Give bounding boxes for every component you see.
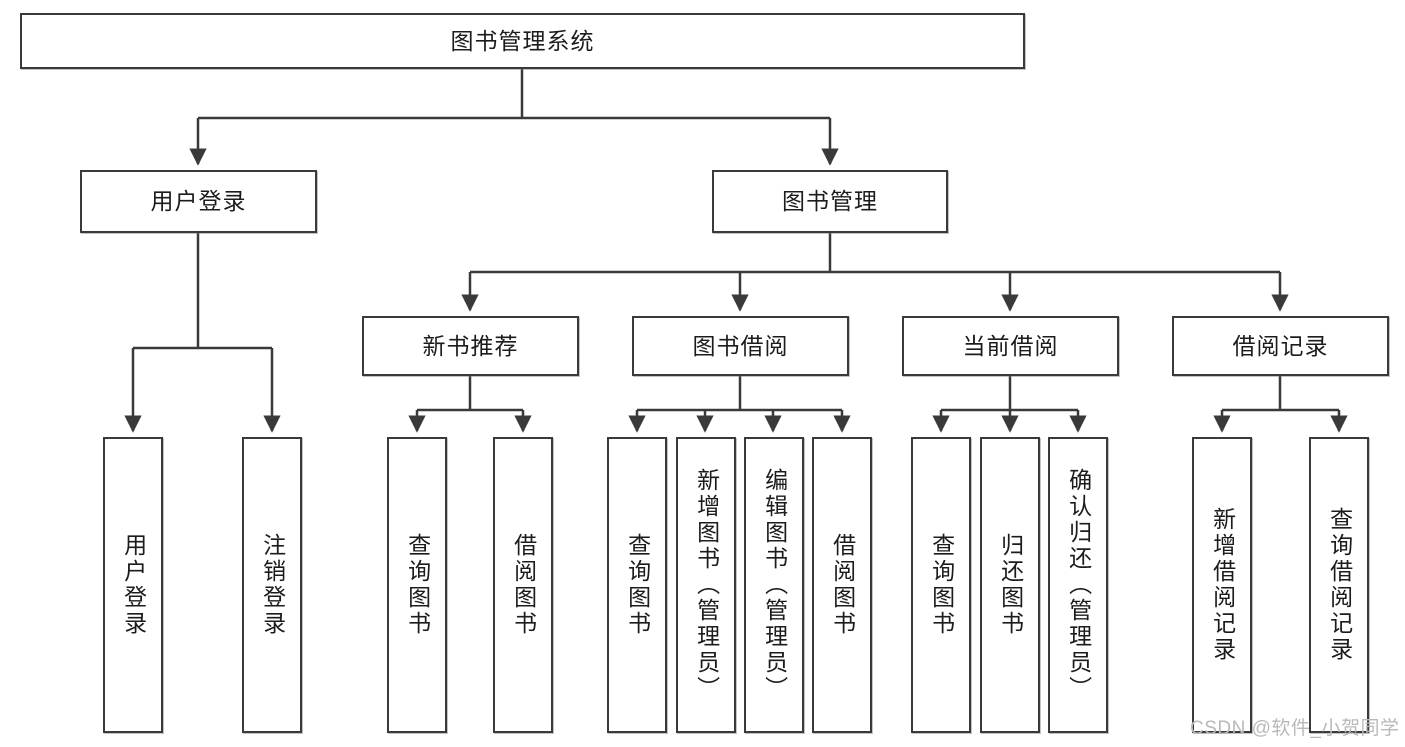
- node-book-management-label: 图书管理: [782, 188, 878, 215]
- node-current-borrow-label: 当前借阅: [962, 332, 1059, 359]
- leaf-label: 查询借阅记录: [1326, 507, 1353, 663]
- node-root[interactable]: 图书管理系统: [20, 13, 1025, 69]
- watermark-text: CSDN @软件_小贺同学: [1190, 718, 1400, 739]
- leaf-record-query[interactable]: 查询借阅记录: [1309, 437, 1369, 733]
- leaf-borrow-edit-book[interactable]: 编辑图书（管理员）: [744, 437, 804, 733]
- leaf-label: 编辑图书（管理员）: [761, 468, 788, 702]
- node-current-borrow[interactable]: 当前借阅: [902, 316, 1119, 376]
- node-root-label: 图书管理系统: [450, 27, 595, 54]
- leaf-label: 归还图书: [997, 533, 1024, 637]
- leaf-borrow-query[interactable]: 查询图书: [607, 437, 667, 733]
- node-book-borrow[interactable]: 图书借阅: [632, 316, 849, 376]
- node-user-login[interactable]: 用户登录: [80, 170, 317, 233]
- leaf-label: 确认归还（管理员）: [1065, 468, 1092, 702]
- node-user-login-label: 用户登录: [150, 188, 247, 215]
- leaf-new-book-query[interactable]: 查询图书: [387, 437, 447, 733]
- node-borrow-record-label: 借阅记录: [1232, 332, 1329, 359]
- leaf-user-login-logout[interactable]: 注销登录: [242, 437, 302, 733]
- node-book-management[interactable]: 图书管理: [712, 170, 948, 233]
- leaf-label: 查询图书: [928, 533, 955, 637]
- leaf-borrow-borrow-book[interactable]: 借阅图书: [812, 437, 872, 733]
- leaf-label: 用户登录: [120, 533, 147, 637]
- leaf-current-query[interactable]: 查询图书: [911, 437, 971, 733]
- node-borrow-record[interactable]: 借阅记录: [1172, 316, 1389, 376]
- leaf-new-book-borrow[interactable]: 借阅图书: [493, 437, 553, 733]
- leaf-label: 借阅图书: [510, 533, 537, 637]
- leaf-label: 查询图书: [624, 533, 651, 637]
- leaf-label: 注销登录: [259, 533, 286, 637]
- leaf-label: 借阅图书: [829, 533, 856, 637]
- node-new-book-recommend-label: 新书推荐: [422, 332, 519, 359]
- leaf-user-login-login[interactable]: 用户登录: [103, 437, 163, 733]
- leaf-record-add[interactable]: 新增借阅记录: [1192, 437, 1252, 733]
- leaf-label: 新增图书（管理员）: [693, 468, 720, 702]
- leaf-borrow-add-book[interactable]: 新增图书（管理员）: [676, 437, 736, 733]
- leaf-current-confirm-return[interactable]: 确认归还（管理员）: [1048, 437, 1108, 733]
- leaf-label: 查询图书: [404, 533, 431, 637]
- leaf-current-return[interactable]: 归还图书: [980, 437, 1040, 733]
- leaf-label: 新增借阅记录: [1209, 507, 1236, 663]
- node-new-book-recommend[interactable]: 新书推荐: [362, 316, 579, 376]
- node-book-borrow-label: 图书借阅: [692, 332, 789, 359]
